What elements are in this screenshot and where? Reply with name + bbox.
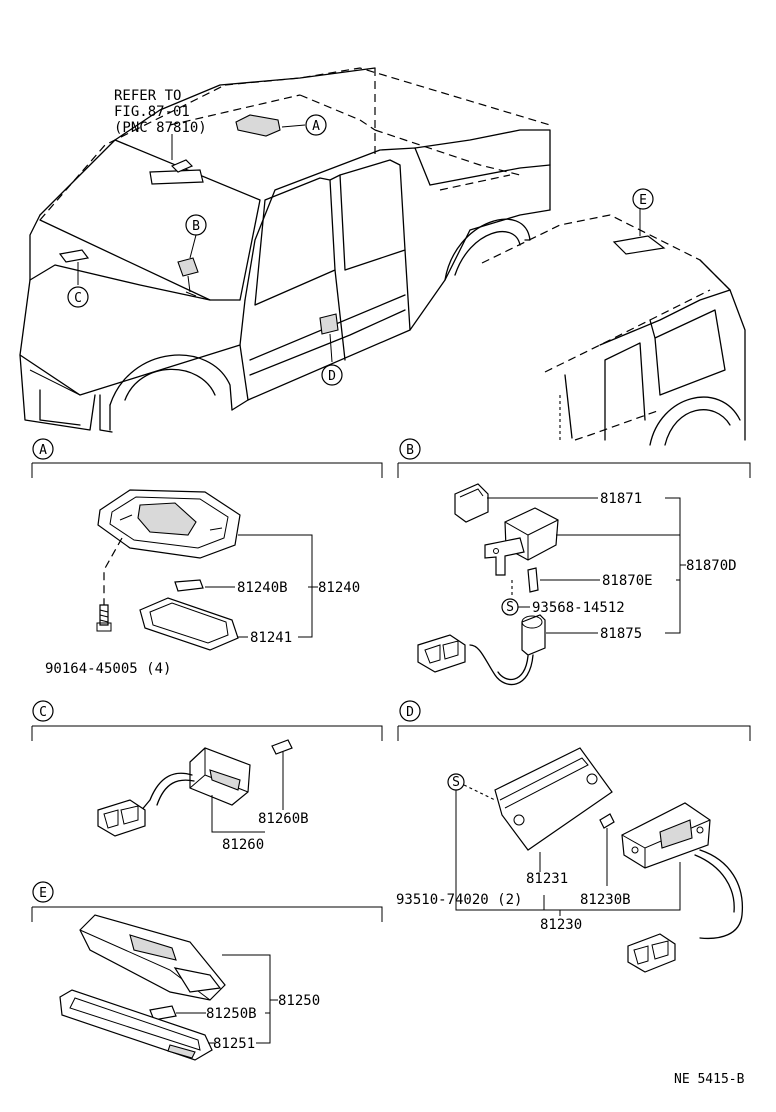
part-81240b: 81240B (237, 580, 288, 596)
reference-line-2: FIG.87-01 (114, 104, 190, 120)
svg-text:B: B (192, 219, 200, 234)
part-81230b: 81230B (580, 892, 631, 908)
part-81870d: 81870D (686, 558, 737, 574)
part-90164-45005: 90164-45005 (4) (45, 661, 171, 677)
reference-line-3: (PNC 87810) (114, 120, 207, 136)
part-81871: 81871 (600, 491, 642, 507)
svg-text:B: B (406, 443, 414, 458)
svg-text:D: D (328, 369, 336, 384)
locator-d: D (321, 364, 343, 386)
svg-text:A: A (312, 119, 320, 134)
locator-a: A (305, 114, 327, 136)
part-81241: 81241 (250, 630, 292, 646)
section-d: D S 81231 93510-74020 (2) (396, 700, 751, 973)
part-81250b: 81250B (206, 1006, 257, 1022)
part-93510-74020: 93510-74020 (2) (396, 892, 522, 908)
b-sensor-locator (177, 234, 199, 297)
part-81231: 81231 (526, 871, 568, 887)
part-81260: 81260 (222, 837, 264, 853)
svg-text:S: S (452, 775, 460, 790)
part-81230: 81230 (540, 917, 582, 933)
part-93568-14512: 93568-14512 (532, 600, 625, 616)
part-81240: 81240 (318, 580, 360, 596)
part-81250: 81250 (278, 993, 320, 1009)
suv-illustration (481, 214, 746, 446)
e-lamp-locator (612, 208, 666, 255)
part-81260b: 81260B (258, 811, 309, 827)
section-e: E 81250 81250B 81251 (31, 881, 383, 1061)
svg-text:A: A (39, 443, 47, 458)
svg-text:S: S (506, 600, 514, 615)
svg-text:C: C (74, 291, 82, 306)
section-b: B S 81871 (397, 438, 751, 686)
d-lamp-locator (319, 313, 339, 363)
c-lamp-locator (58, 249, 90, 285)
locator-c: C (67, 286, 89, 308)
part-81251: 81251 (213, 1036, 255, 1052)
rear-view-mirror (149, 159, 204, 185)
locator-e: E (632, 188, 654, 210)
part-81870e: 81870E (602, 573, 653, 589)
svg-text:D: D (406, 705, 414, 720)
truck-illustration (19, 67, 551, 433)
part-81875: 81875 (600, 626, 642, 642)
svg-text:E: E (39, 886, 47, 901)
section-a: A 81240B 81240 81241 90164-45005 (4) (31, 438, 383, 677)
svg-text:C: C (39, 705, 47, 720)
figure-code: NE 5415-B (674, 1072, 745, 1087)
roof-console-locator (235, 114, 306, 137)
reference-line-1: REFER TO (114, 88, 181, 104)
locator-b: B (185, 214, 207, 236)
section-c: C 81260B 81260 (31, 700, 383, 853)
svg-text:E: E (639, 193, 647, 208)
